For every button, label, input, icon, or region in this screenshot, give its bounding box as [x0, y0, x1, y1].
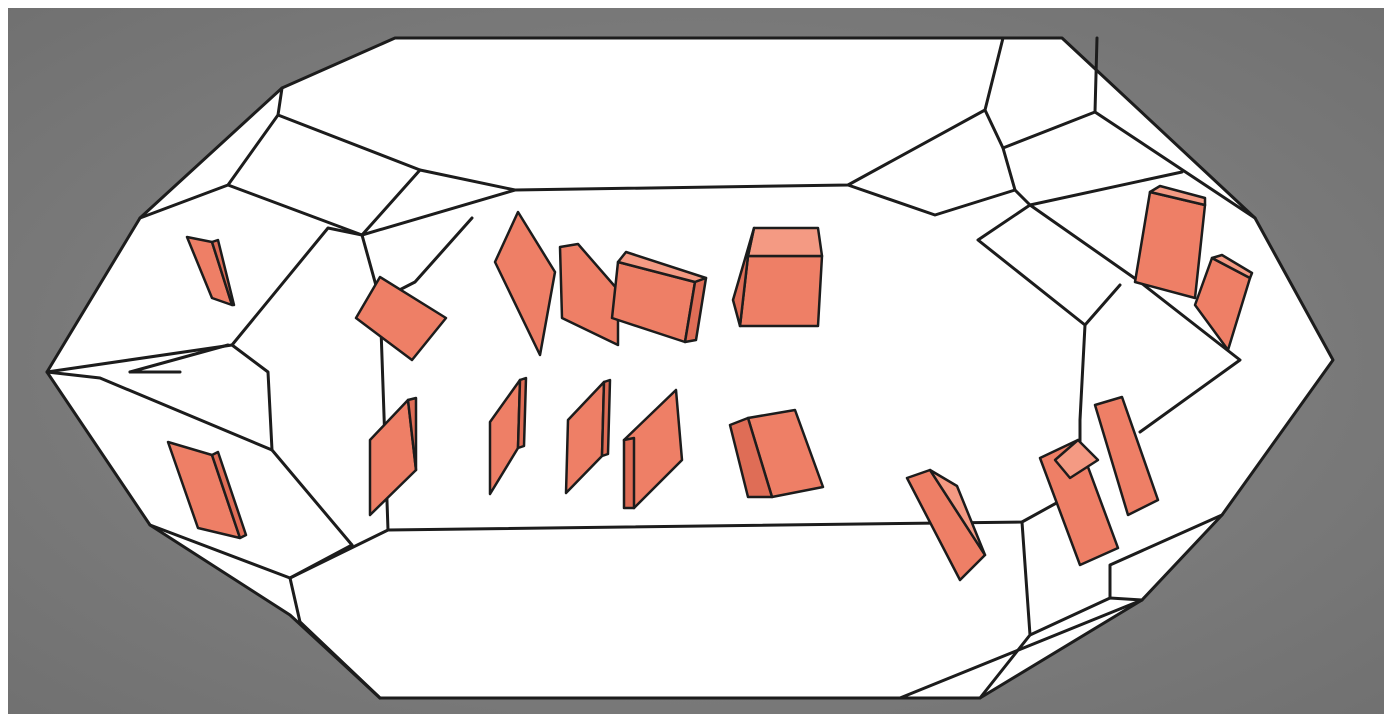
crystal-diagram — [0, 0, 1392, 722]
